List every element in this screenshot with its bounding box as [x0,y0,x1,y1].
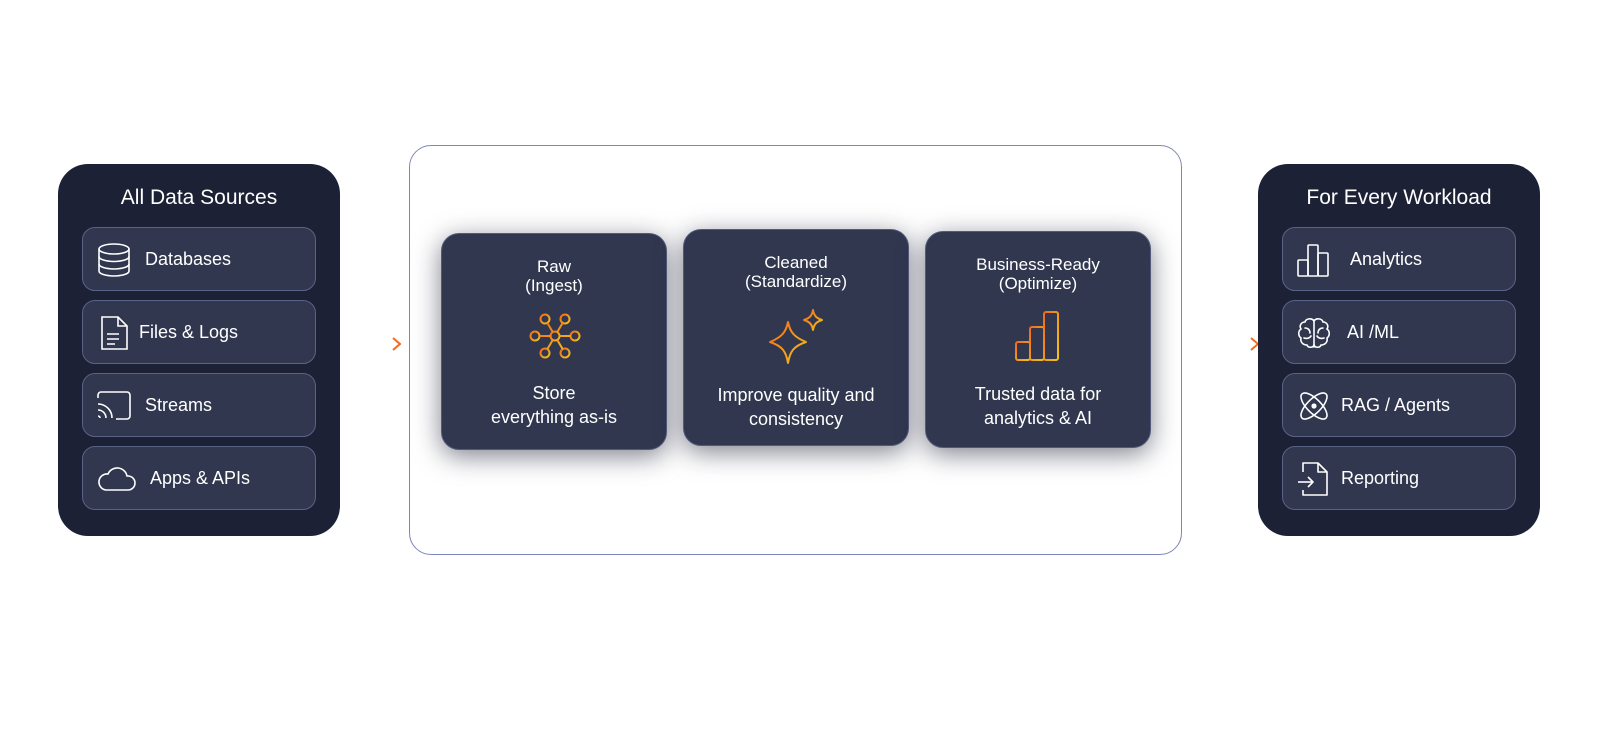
flow-arrow-in [342,337,402,351]
file-icon [95,314,133,352]
stage-description: Store everything as-is [490,383,618,427]
source-label: Databases [145,249,232,269]
source-label: Streams [145,395,213,415]
data-sources-title: All Data Sources [120,186,278,209]
atom-icon [1295,387,1333,425]
analytics-icon [1295,241,1333,279]
workload-item-rag-agents[interactable]: RAG / Agents [1282,373,1516,437]
stage-business-ready[interactable]: Business-Ready (Optimize) Trusted data f… [925,231,1151,448]
workloads-panel: For Every Workload Analytics AI /ML [1258,164,1540,536]
source-item-databases[interactable]: Databases [82,227,316,291]
workload-item-reporting[interactable]: Reporting [1282,446,1516,510]
stage-description: Trusted data for analytics & AI [974,384,1102,428]
bar-chart-icon [1014,310,1062,362]
report-icon [1295,460,1333,498]
stage-title: Business-Ready (Optimize) [976,255,1100,293]
cloud-icon [95,460,137,498]
source-item-apps-apis[interactable]: Apps & APIs [82,446,316,510]
source-label: Apps & APIs [150,468,251,488]
network-hub-icon [528,312,582,360]
stage-cleaned[interactable]: Cleaned (Standardize) Improve quality an… [683,229,909,446]
source-item-files-logs[interactable]: Files & Logs [82,300,316,364]
stage-raw[interactable]: Raw (Ingest) Store everything as-is [441,233,667,450]
workloads-title: For Every Workload [1306,186,1492,209]
stage-title: Raw (Ingest) [525,257,583,295]
data-sources-panel: All Data Sources Databases Files & Logs [58,164,340,536]
stream-icon [95,387,133,425]
source-item-streams[interactable]: Streams [82,373,316,437]
workload-item-analytics[interactable]: Analytics [1282,227,1516,291]
brain-icon [1295,314,1333,352]
lakehouse-frame: Raw (Ingest) Store everything as-is Clea… [409,145,1182,555]
database-icon [95,241,133,279]
workload-label: RAG / Agents [1341,395,1451,415]
flow-arrow-out [1192,337,1260,351]
workload-label: Analytics [1350,249,1423,269]
sparkle-icon [768,308,828,366]
workload-item-ai-ml[interactable]: AI /ML [1282,300,1516,364]
source-label: Files & Logs [139,322,239,342]
stage-title: Cleaned (Standardize) [744,253,848,291]
workload-label: Reporting [1341,468,1420,488]
workload-label: AI /ML [1347,322,1400,342]
stage-description: Improve quality and consistency [717,385,875,429]
